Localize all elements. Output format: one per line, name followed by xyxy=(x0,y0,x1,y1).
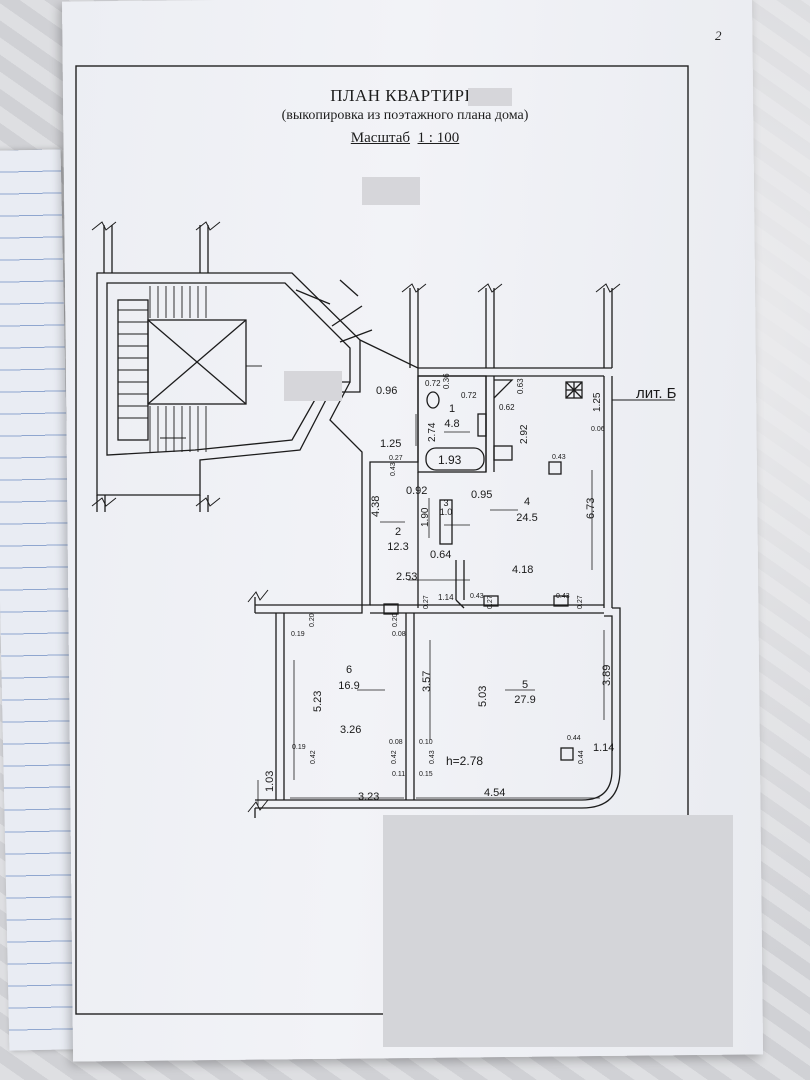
dimension: 0.27 xyxy=(577,595,584,609)
dimension: 0.95 xyxy=(471,489,492,501)
redaction-block xyxy=(468,88,512,106)
plan-labels: лит. Б h=2.78 1.93 1 4.8 2 12.3 3 1.0 4 … xyxy=(264,373,677,803)
dimension: 6.73 xyxy=(585,498,597,519)
scale-label: Масштаб xyxy=(350,130,411,146)
ceiling-height: h=2.78 xyxy=(446,754,483,768)
dimension: 0.06 xyxy=(591,426,605,433)
dimension: 0.27 xyxy=(487,595,494,609)
redaction-block xyxy=(362,177,420,205)
dimension: 3.23 xyxy=(358,791,379,803)
dimension: 0.43 xyxy=(552,454,566,461)
dimension: 0.19 xyxy=(291,631,305,638)
dimension: 1.14 xyxy=(438,593,454,602)
dimension: 3.89 xyxy=(601,665,613,686)
dimension: 0.44 xyxy=(578,750,585,764)
dimension: 2.74 xyxy=(427,422,438,442)
dimension: 0.42 xyxy=(310,750,317,764)
dimension: 0.20 xyxy=(309,613,316,627)
dimension: 0.63 xyxy=(516,378,525,394)
dimension: 0.43 xyxy=(390,462,397,476)
dimension: 0.36 xyxy=(442,373,451,389)
dimension: 0.10 xyxy=(419,739,433,746)
dimension: 1.25 xyxy=(592,392,603,412)
dimension: 0.62 xyxy=(499,403,515,412)
dimension: 0.11 xyxy=(392,771,405,778)
dimension-lines xyxy=(257,414,605,806)
dimension: 3.57 xyxy=(421,671,433,692)
page-number: 2 xyxy=(715,28,722,43)
room-3-area: 1.0 xyxy=(440,507,453,517)
room-4-number: 4 xyxy=(524,496,530,508)
dimension: 0.64 xyxy=(430,549,451,561)
dimension: 4.38 xyxy=(370,496,382,517)
dimension: 0.08 xyxy=(392,631,406,638)
document-subtitle: (выкопировка из поэтажного плана дома) xyxy=(281,108,529,123)
room-1-number: 1 xyxy=(449,403,455,415)
dimension: 0.08 xyxy=(389,739,403,746)
bathtub-length: 1.93 xyxy=(438,453,462,467)
dimension: 0.44 xyxy=(567,735,581,742)
dimension: 0.96 xyxy=(376,385,397,397)
room-6-number: 6 xyxy=(346,664,352,676)
dimension: 2.92 xyxy=(519,424,530,444)
dimension: 3.26 xyxy=(340,724,361,736)
redaction-block xyxy=(284,371,342,401)
dimension: 1.25 xyxy=(380,438,401,450)
break-marks xyxy=(91,221,621,813)
dimension: 5.03 xyxy=(477,686,489,707)
dimension: 1.90 xyxy=(420,507,431,527)
scale-value: 1 : 100 xyxy=(417,130,460,146)
dimension: 5.23 xyxy=(312,691,324,712)
dimension: 0.43 xyxy=(556,593,570,600)
dimension: 0.92 xyxy=(406,485,427,497)
litera-label: лит. Б xyxy=(636,385,677,402)
room-5-area: 27.9 xyxy=(514,694,535,706)
room-3-number: 3 xyxy=(443,498,448,508)
room-2-number: 2 xyxy=(395,526,401,538)
document-title: ПЛАН КВАРТИРЫ xyxy=(330,86,480,105)
dimension: 4.18 xyxy=(512,564,533,576)
dimension: 0.20 xyxy=(392,613,399,627)
dimension: 0.42 xyxy=(391,750,398,764)
stairwell xyxy=(96,225,373,512)
redaction-block xyxy=(383,815,733,1047)
document-frame xyxy=(75,65,689,1015)
dimension: 0.19 xyxy=(292,744,306,751)
dimension: 0.72 xyxy=(425,379,441,388)
room-4-area: 24.5 xyxy=(516,512,537,524)
dimension: 0.15 xyxy=(419,771,433,778)
room-5-number: 5 xyxy=(522,679,528,691)
dimension: 0.43 xyxy=(470,593,484,600)
dimension: 2.53 xyxy=(396,571,417,583)
dimension: 0.27 xyxy=(389,455,403,462)
room-1-area: 4.8 xyxy=(444,418,459,430)
dimension: 4.54 xyxy=(484,787,505,799)
room-2-area: 12.3 xyxy=(387,541,408,553)
dimension: 1.03 xyxy=(264,771,276,792)
dimension: 1.14 xyxy=(593,742,614,754)
dimension: 0.72 xyxy=(461,391,477,400)
scale-line: Масштаб 1 : 100 xyxy=(0,130,810,147)
dimension: 0.27 xyxy=(423,595,430,609)
dimension: 0.43 xyxy=(429,750,436,764)
room-6-area: 16.9 xyxy=(338,680,359,692)
